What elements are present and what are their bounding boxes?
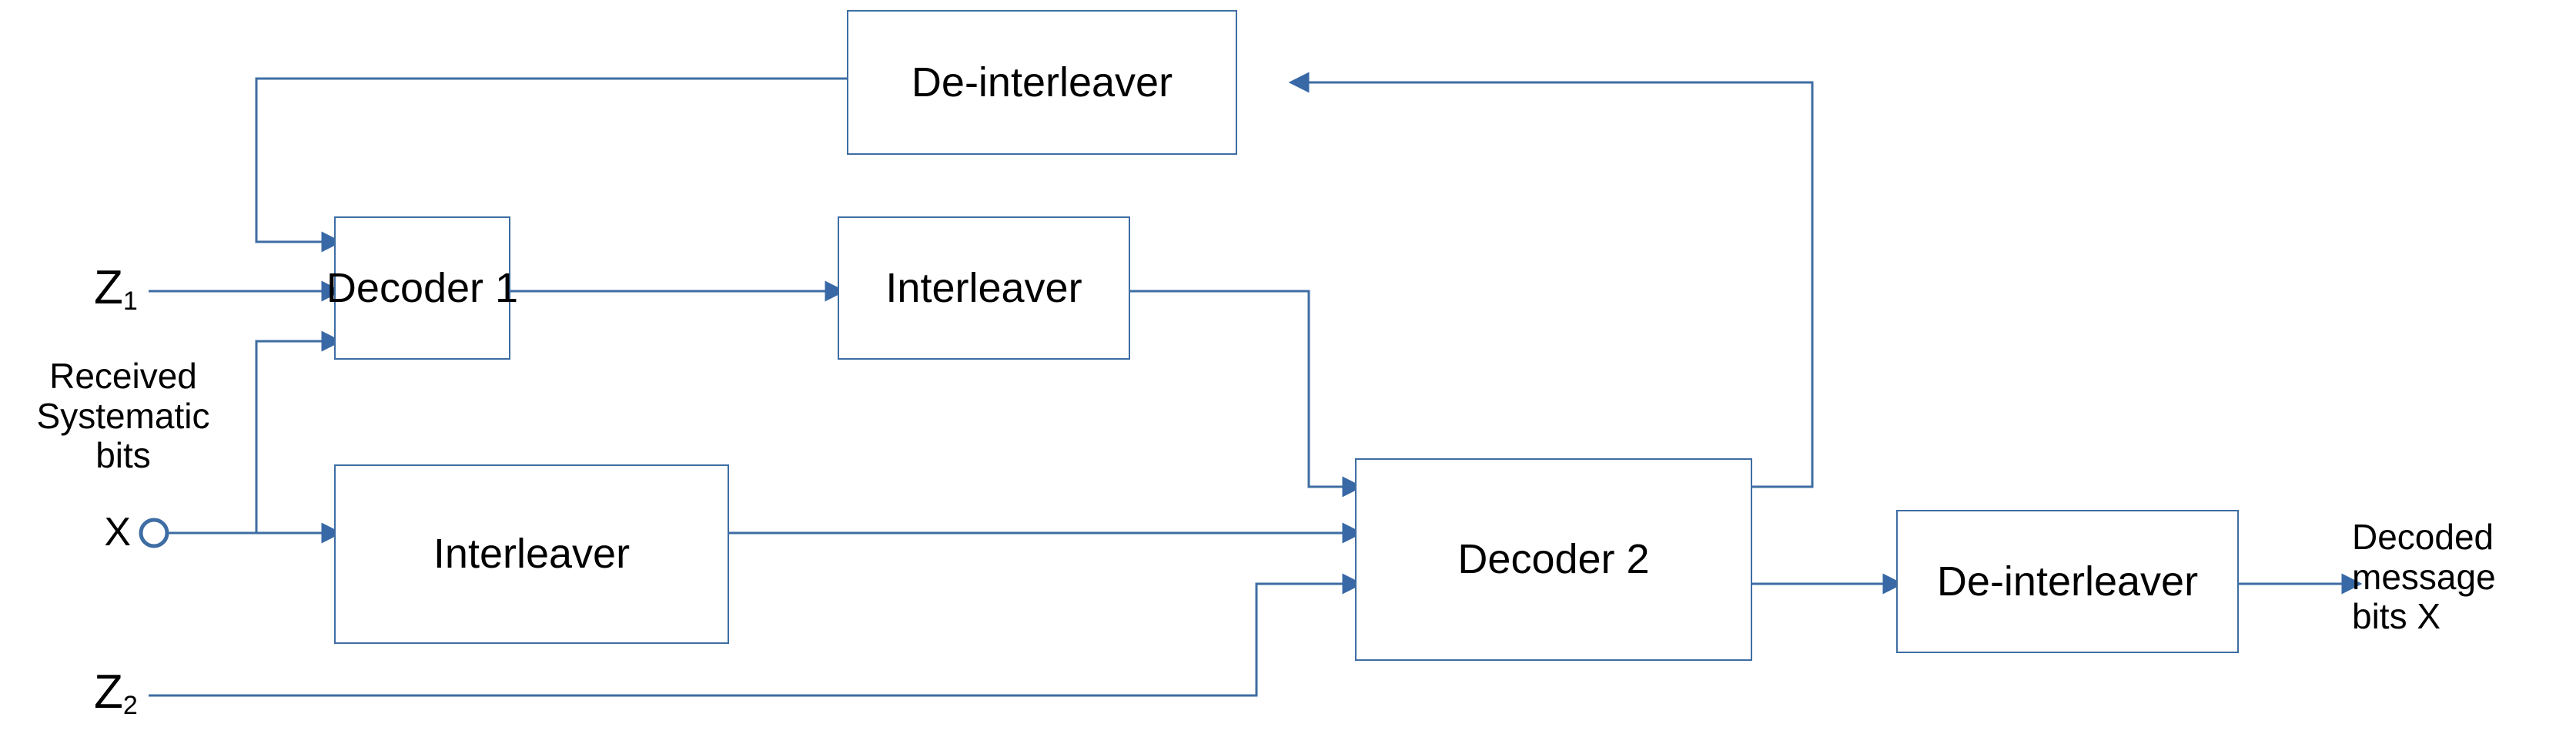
label-z2-text: Z — [94, 665, 123, 719]
label-z1: Z1 — [94, 261, 138, 314]
block-interleaver-bottom[interactable]: Interleaver — [334, 464, 729, 644]
label-z2: Z2 — [94, 669, 138, 719]
block-interleaver-top[interactable]: Interleaver — [838, 216, 1130, 360]
block-deinterleaver-top[interactable]: De-interleaver — [847, 10, 1237, 155]
block-decoder-1[interactable]: Decoder 1 — [326, 216, 518, 360]
label-decoded-message-bits: Decoded message bits X — [2352, 517, 2496, 637]
label-received-systematic-bits: Received Systematic bits — [36, 356, 210, 476]
block-deinterleaver-output[interactable]: De-interleaver — [1896, 510, 2239, 653]
label-z1-text: Z — [94, 261, 123, 314]
label-z1-subscript: 1 — [122, 286, 138, 316]
label-z2-subscript: 2 — [122, 690, 138, 720]
block-decoder-2[interactable]: Decoder 2 — [1355, 458, 1752, 661]
label-x-node: X — [104, 510, 131, 555]
x-tap-node — [139, 518, 169, 548]
